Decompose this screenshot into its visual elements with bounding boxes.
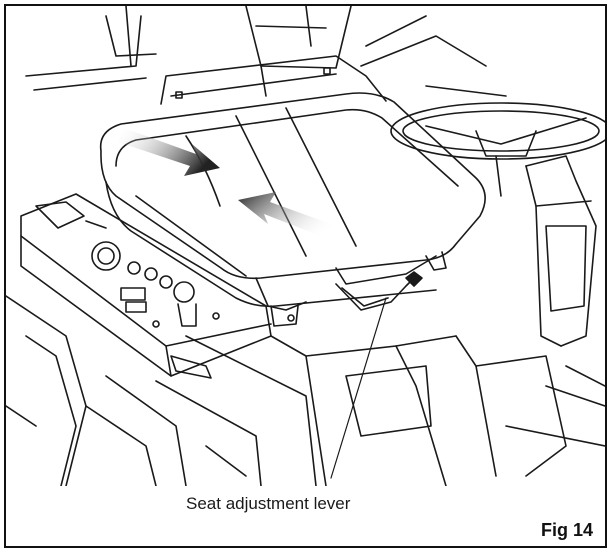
steering-wheel bbox=[390, 102, 605, 197]
figure-frame: Seat adjustment lever Fig 14 bbox=[4, 4, 607, 548]
adjustment-arrows bbox=[118, 128, 342, 242]
steering-column bbox=[525, 155, 597, 347]
callout-leader-line bbox=[330, 297, 387, 479]
seat-illustration bbox=[6, 6, 605, 486]
control-panel bbox=[20, 193, 272, 379]
seat-back bbox=[160, 55, 387, 105]
lower-body bbox=[6, 295, 605, 486]
callout-label: Seat adjustment lever bbox=[186, 494, 351, 513]
seat-adjustment-lever bbox=[335, 271, 423, 311]
seat-base bbox=[255, 251, 447, 327]
figure-number: Fig 14 bbox=[540, 520, 593, 540]
rear-frame bbox=[25, 6, 507, 97]
seat-cushion bbox=[99, 92, 486, 308]
